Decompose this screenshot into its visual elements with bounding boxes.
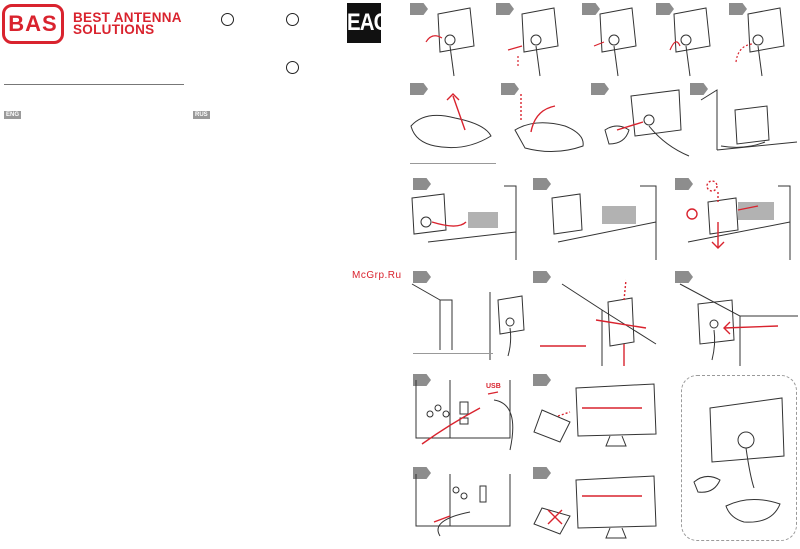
- brand-name: BEST ANTENNA SOLUTIONS: [73, 10, 182, 37]
- usb-label: USB: [486, 383, 501, 390]
- step-arrow-icon: [501, 83, 519, 95]
- circle-outline-icon: [221, 13, 234, 26]
- step-arrow-icon: [582, 3, 600, 15]
- step-arrow-icon: [533, 374, 551, 386]
- package-contents-illustration: [693, 397, 785, 523]
- brand-name-line2: SOLUTIONS: [73, 22, 155, 37]
- brand-logo: BAS: [2, 4, 64, 44]
- language-tag-rus: RUS: [193, 111, 210, 119]
- step-arrow-icon: [690, 83, 708, 95]
- step-arrow-icon: [675, 271, 693, 283]
- watermark: McGrp.Ru: [352, 270, 402, 281]
- step6-illustrations: [415, 474, 657, 539]
- language-tag-eng: ENG: [4, 111, 22, 119]
- step4-illustrations: [411, 279, 798, 366]
- step2-illustrations: [410, 89, 798, 157]
- step-arrow-icon: [656, 3, 674, 15]
- step-arrow-icon: [413, 374, 431, 386]
- step-arrow-icon: [410, 3, 428, 15]
- eac-certification-mark: EAC: [347, 3, 388, 43]
- step-arrow-icon: [675, 178, 693, 190]
- package-contents-panel: [681, 375, 797, 541]
- divider-line: [410, 163, 496, 164]
- circle-outline-icon: [286, 61, 299, 74]
- step3-illustrations: [411, 180, 791, 260]
- circle-outline-icon: [286, 13, 299, 26]
- step-arrow-icon: [533, 467, 551, 479]
- step1-illustrations: [425, 7, 785, 77]
- step-arrow-icon: [410, 83, 428, 95]
- step-arrow-icon: [413, 467, 431, 479]
- step-arrow-icon: [533, 178, 551, 190]
- step-arrow-icon: [729, 3, 747, 15]
- step-arrow-icon: [413, 271, 431, 283]
- step5-illustrations: [415, 380, 657, 451]
- header-divider: [4, 84, 184, 85]
- step-arrow-icon: [533, 271, 551, 283]
- divider-line: [413, 353, 493, 354]
- step-arrow-icon: [496, 3, 514, 15]
- brand-name-line1: BEST ANTENNA: [73, 10, 182, 25]
- step-arrow-icon: [413, 178, 431, 190]
- step-arrow-icon: [591, 83, 609, 95]
